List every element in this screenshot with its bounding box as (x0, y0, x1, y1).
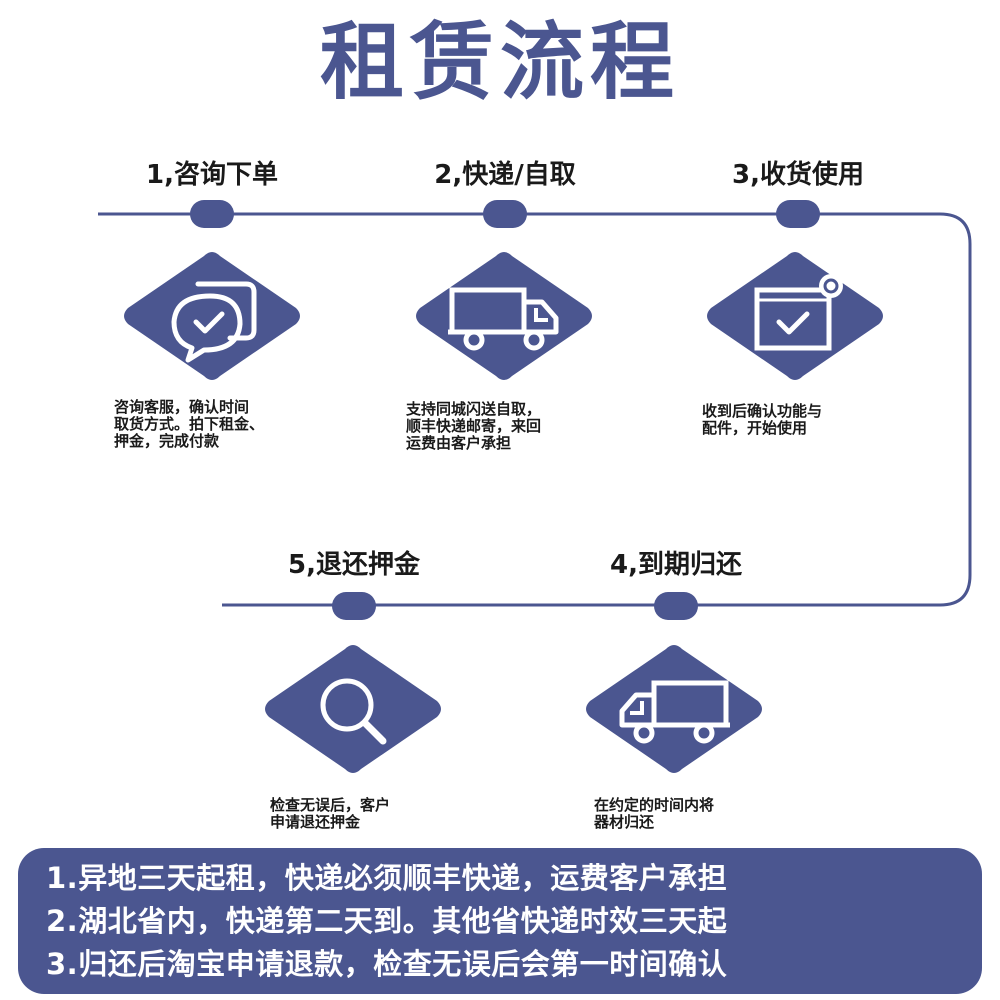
step-3-marker (776, 200, 820, 228)
step-1-label: 1,咨询下单 (146, 160, 278, 190)
step-1-marker (190, 200, 234, 228)
step-4-label: 4,到期归还 (610, 550, 742, 580)
magnifier-icon (320, 678, 387, 745)
step-1-description: 咨询客服，确认时间 取货方式。拍下租金、 押金，完成付款 (114, 398, 265, 450)
note-line-1: 1.异地三天起租，快递必须顺丰快递，运费客户承担 (46, 861, 728, 895)
step-2-description: 支持同城闪送自取， 顺丰快递邮寄，来回 运费由客户承担 (406, 400, 542, 452)
checkbox-badge-icon (754, 274, 843, 351)
step-4-diamond (580, 639, 768, 779)
step-1-diamond (118, 246, 306, 386)
return-truck-icon (619, 680, 730, 744)
note-line-3: 3.归还后淘宝申请退款，检查无误后会第一时间确认 (46, 947, 728, 981)
step-2-marker (483, 200, 527, 228)
step-3-diamond (701, 246, 889, 386)
step-4-description: 在约定的时间内将 器材归还 (594, 796, 715, 831)
step-2-diamond (410, 246, 598, 386)
step-5-diamond (259, 639, 447, 779)
note-line-2: 2.湖北省内，快递第二天到。其他省快递时效三天起 (46, 904, 728, 938)
chat-check-icon (171, 281, 257, 363)
notes-panel: 1.异地三天起租，快递必须顺丰快递，运费客户承担 2.湖北省内，快递第二天到。其… (18, 848, 982, 994)
step-2-label: 2,快递/自取 (434, 160, 576, 190)
delivery-truck-icon (448, 287, 559, 351)
page-title: 租赁流程 (319, 13, 680, 111)
step-3-label: 3,收货使用 (732, 160, 864, 190)
step-5-marker (332, 592, 376, 620)
step-5-description: 检查无误后，客户 申请退还押金 (270, 796, 391, 831)
step-5-label: 5,退还押金 (288, 550, 420, 580)
step-3-description: 收到后确认功能与 配件，开始使用 (702, 402, 823, 437)
step-4-marker (654, 592, 698, 620)
